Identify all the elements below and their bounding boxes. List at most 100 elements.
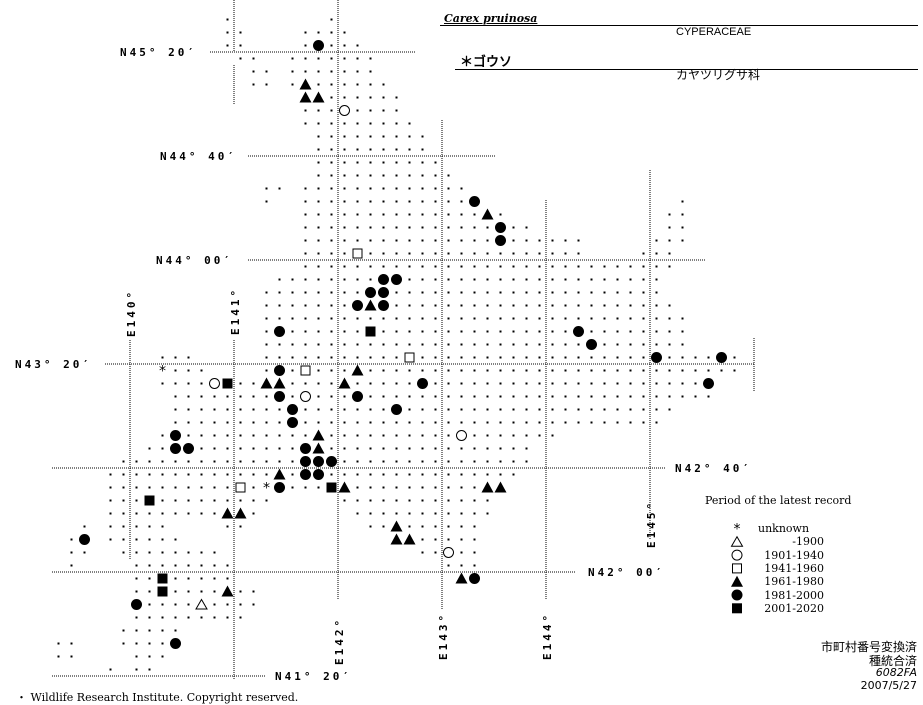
survey-dot [317,356,320,359]
survey-dot [291,304,294,307]
survey-dot [174,408,177,411]
legend-item: 1941-1960 [728,562,824,575]
survey-dot [668,226,671,229]
survey-dot [473,330,476,333]
survey-dot [460,408,463,411]
record-filled-circle-icon [170,443,181,454]
survey-dot [343,57,346,60]
survey-dot [486,330,489,333]
survey-dot [161,642,164,645]
survey-dot [603,408,606,411]
survey-dot [161,525,164,528]
survey-dot [421,135,424,138]
survey-dot [590,304,593,307]
survey-dot [499,304,502,307]
survey-dot [642,356,645,359]
survey-dot [369,278,372,281]
survey-dot [265,356,268,359]
survey-dot [642,304,645,307]
survey-dot [304,486,307,489]
survey-dot [226,564,229,567]
survey-dot [486,291,489,294]
record-filled-circle-icon [313,456,324,467]
survey-dot [421,226,424,229]
survey-dot [291,356,294,359]
survey-dot [421,460,424,463]
survey-dot [330,252,333,255]
record-filled-triangle-icon [338,377,351,389]
survey-dot [239,434,242,437]
survey-dot [512,343,515,346]
survey-dot [629,265,632,268]
survey-dot [681,395,684,398]
survey-dot [330,187,333,190]
family-japanese: カヤツリグサ科 [676,68,761,82]
survey-dot [525,382,528,385]
survey-dot [486,226,489,229]
survey-dot [395,447,398,450]
legend-filled-square-icon [732,603,742,614]
survey-dot [382,356,385,359]
survey-dot [161,603,164,606]
survey-dot [369,486,372,489]
survey-dot [369,122,372,125]
survey-dot [356,356,359,359]
survey-dot [447,343,450,346]
legend-open-square-icon [732,563,742,574]
survey-dot [603,343,606,346]
survey-dot [356,96,359,99]
survey-dot [304,291,307,294]
survey-dot [395,239,398,242]
survey-dot [304,304,307,307]
survey-dot [408,265,411,268]
survey-dot [538,408,541,411]
survey-dot [278,187,281,190]
survey-dot [681,239,684,242]
survey-dot [226,460,229,463]
survey-dot [577,421,580,424]
survey-dot [629,343,632,346]
survey-dot [343,369,346,372]
survey-dot [213,421,216,424]
survey-dot [382,460,385,463]
survey-dot [252,57,255,60]
survey-dot [486,278,489,281]
survey-dot [590,382,593,385]
survey-dot [421,174,424,177]
survey-dot [460,551,463,554]
survey-dot [642,330,645,333]
survey-dot [135,564,138,567]
survey-dot [330,226,333,229]
record-filled-triangle-icon [260,377,273,389]
survey-dot [265,304,268,307]
survey-dot [265,395,268,398]
survey-dot [395,434,398,437]
survey-dot [148,668,151,671]
record-filled-square-icon [365,326,376,337]
survey-dot [681,213,684,216]
survey-dot [369,226,372,229]
survey-dot [330,369,333,372]
survey-dot [369,148,372,151]
survey-dot [603,395,606,398]
survey-dot [291,57,294,60]
survey-dot [382,447,385,450]
survey-dot [239,31,242,34]
survey-dot [421,512,424,515]
survey-dot [486,473,489,476]
survey-dot [382,239,385,242]
survey-dot [382,187,385,190]
survey-dot [421,291,424,294]
survey-dot [161,538,164,541]
survey-dot [148,447,151,450]
survey-dot [174,551,177,554]
survey-dot [655,343,658,346]
survey-dot [291,343,294,346]
survey-dot [356,447,359,450]
survey-dot [551,265,554,268]
record-filled-circle-icon [651,352,662,363]
survey-dot [460,278,463,281]
survey-dot [434,187,437,190]
record-filled-triangle-icon [494,481,507,493]
